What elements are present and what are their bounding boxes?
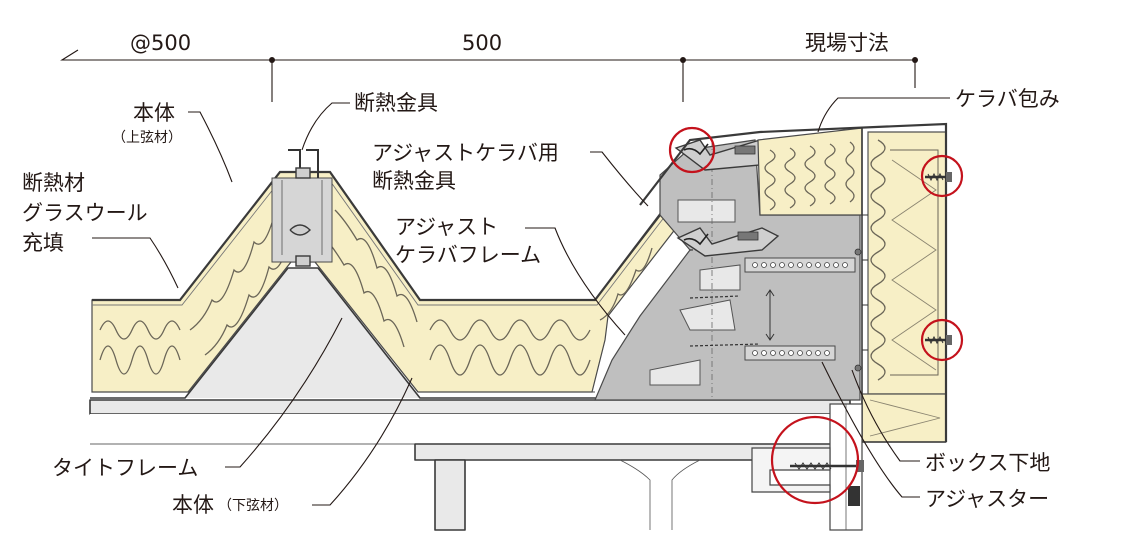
highlight-circle-fitting [668, 126, 716, 174]
center-insulation-fitting [271, 149, 333, 267]
label-main-upper-sub: （上弦材） [112, 130, 182, 146]
dimension-pitch: @500 [130, 31, 191, 55]
adjust-keraba-insulation-fittings [674, 139, 780, 257]
adjust-keraba-frame [594, 139, 861, 401]
insulation-glass-wool [91, 171, 691, 393]
label-main-lower: 本体 [172, 493, 214, 517]
label-keraba-wrap: ケラバ包み [955, 87, 1060, 111]
highlight-circle-screw-upper [920, 154, 964, 198]
highlight-circle-screw-lower [920, 318, 964, 362]
highlight-circles [668, 126, 964, 505]
label-adjust-frame-1: アジャスト [395, 215, 498, 239]
adjust-holes-lower [752, 350, 830, 356]
label-main-lower-sub: （下弦材） [218, 498, 288, 514]
label-insulation-2: グラスウール [22, 201, 148, 225]
leader-lines [92, 97, 950, 506]
adjuster-screws [790, 172, 952, 472]
steel-beam [89, 399, 851, 531]
dimension-site: 現場寸法 [805, 31, 889, 55]
label-insulation-3: 充填 [22, 231, 64, 255]
label-adjust-frame-2: ケラバフレーム [395, 243, 541, 267]
label-adjust-fitting-1: アジャストケラバ用 [372, 141, 559, 165]
label-main-upper: 本体 [133, 101, 175, 125]
label-box-base: ボックス下地 [925, 451, 1050, 475]
label-tight-frame: タイトフレーム [52, 456, 198, 480]
label-adjust-fitting-2: 断熱金具 [372, 169, 456, 193]
dimension-span: 500 [462, 31, 502, 55]
label-insulation-fitting: 断熱金具 [354, 91, 438, 115]
dimension-line [60, 49, 918, 102]
label-adjuster: アジャスター [925, 487, 1049, 511]
highlight-circle-adjuster [770, 415, 860, 505]
adjust-holes-upper [752, 262, 848, 268]
label-insulation-1: 断熱材 [22, 171, 85, 195]
